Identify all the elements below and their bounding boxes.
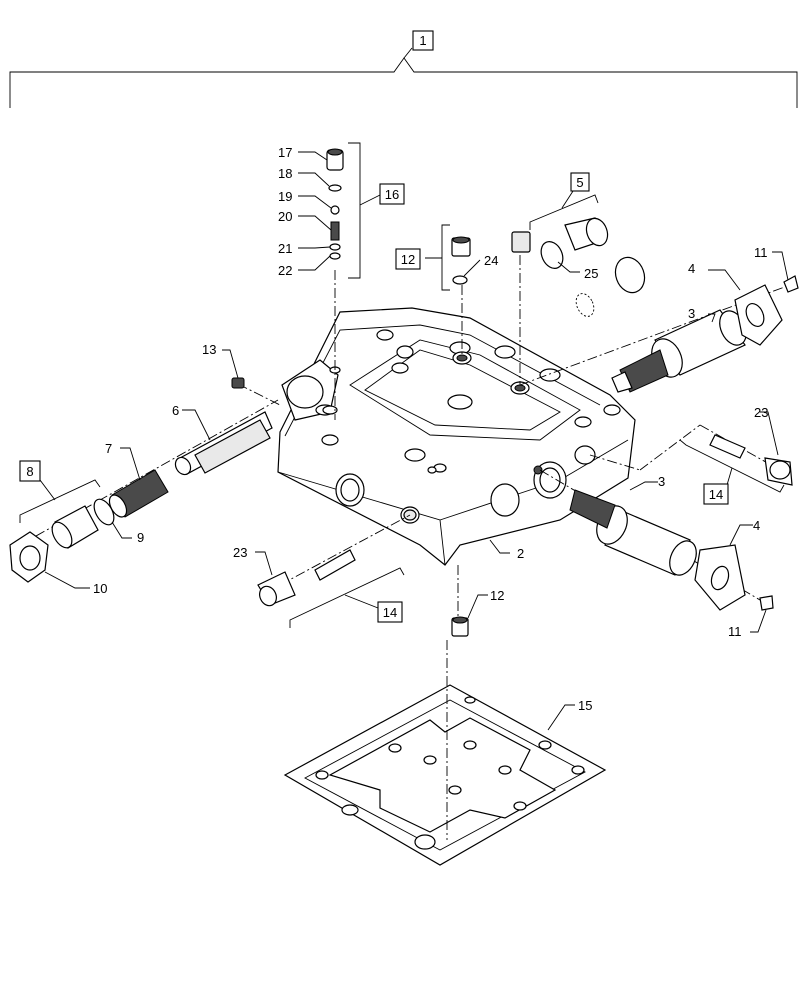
label-11-bottom: 11 [728, 624, 742, 639]
spool-6 [174, 411, 273, 476]
bracket-14-right-leader [726, 467, 733, 486]
label-12-bottom: 12 [490, 588, 504, 603]
label-9: 9 [137, 530, 144, 545]
label-11-top: 11 [754, 245, 768, 260]
leader-lines [44, 151, 789, 731]
fitting-23-right [709, 434, 793, 486]
label-13: 13 [202, 342, 216, 357]
label-22: 22 [278, 263, 292, 278]
label-box-14-left: 14 [377, 601, 403, 623]
bracket-16-leader [359, 194, 381, 206]
centerline-13 [237, 383, 281, 406]
bracket-14-left-leader [344, 594, 379, 609]
label-25: 25 [584, 266, 598, 281]
label-2: 2 [517, 546, 524, 561]
bracket-8-leader [39, 479, 56, 501]
fitting-23-left [257, 549, 356, 607]
label-box-14-right: 14 [703, 483, 729, 505]
label-3-top: 3 [688, 306, 695, 321]
spring-7 [108, 469, 169, 518]
label-23-right: 23 [754, 405, 768, 420]
label-10: 10 [93, 581, 107, 596]
label-23-left: 23 [233, 545, 247, 560]
label-19: 19 [278, 189, 292, 204]
label-box-5: 5 [570, 172, 590, 192]
label-box-16: 16 [379, 183, 405, 205]
bracket-12-top [441, 224, 450, 291]
plug-12-top [451, 236, 471, 285]
relief-valve-parts-16 [326, 148, 344, 260]
solenoid-top-3 [611, 275, 799, 393]
label-box-1: 1 [412, 30, 434, 51]
label-15: 15 [578, 698, 592, 713]
label-6: 6 [172, 403, 179, 418]
bracket-16 [348, 142, 361, 279]
gasket-15 [283, 684, 607, 866]
label-8: 8 [26, 464, 33, 479]
label-box-12-top: 12 [395, 248, 421, 270]
cartridge-5-parts [511, 217, 646, 317]
label-7: 7 [105, 441, 112, 456]
label-14-right: 14 [709, 487, 723, 502]
label-12-top: 12 [401, 252, 415, 267]
label-5: 5 [576, 175, 583, 190]
label-1: 1 [419, 33, 426, 48]
cartridge-8 [51, 505, 99, 549]
label-14-left: 14 [383, 605, 397, 620]
label-18: 18 [278, 166, 292, 181]
solenoid-bottom-3 [569, 489, 774, 611]
label-box-8: 8 [19, 460, 41, 482]
label-24: 24 [484, 253, 498, 268]
centerline-23-right-a [589, 454, 641, 471]
label-4-top: 4 [688, 261, 695, 276]
valve-body-block [277, 307, 636, 566]
label-21: 21 [278, 241, 292, 256]
nut-10 [9, 531, 49, 583]
centerline-23-left [279, 514, 411, 586]
label-20: 20 [278, 209, 292, 224]
bracket-14-left [289, 567, 405, 628]
label-17: 17 [278, 145, 292, 160]
o-ring-9 [93, 498, 115, 526]
label-16: 16 [385, 187, 399, 202]
label-3-bottom: 3 [658, 474, 665, 489]
bracket-14-right [679, 439, 785, 493]
bracket-5 [529, 194, 599, 230]
assembly-bracket [9, 47, 798, 108]
centerline-23-right-b [639, 424, 701, 471]
bracket-8 [19, 479, 101, 523]
plug-12-bottom [451, 616, 469, 637]
plug-13 [231, 377, 245, 389]
label-4-bottom: 4 [753, 518, 760, 533]
